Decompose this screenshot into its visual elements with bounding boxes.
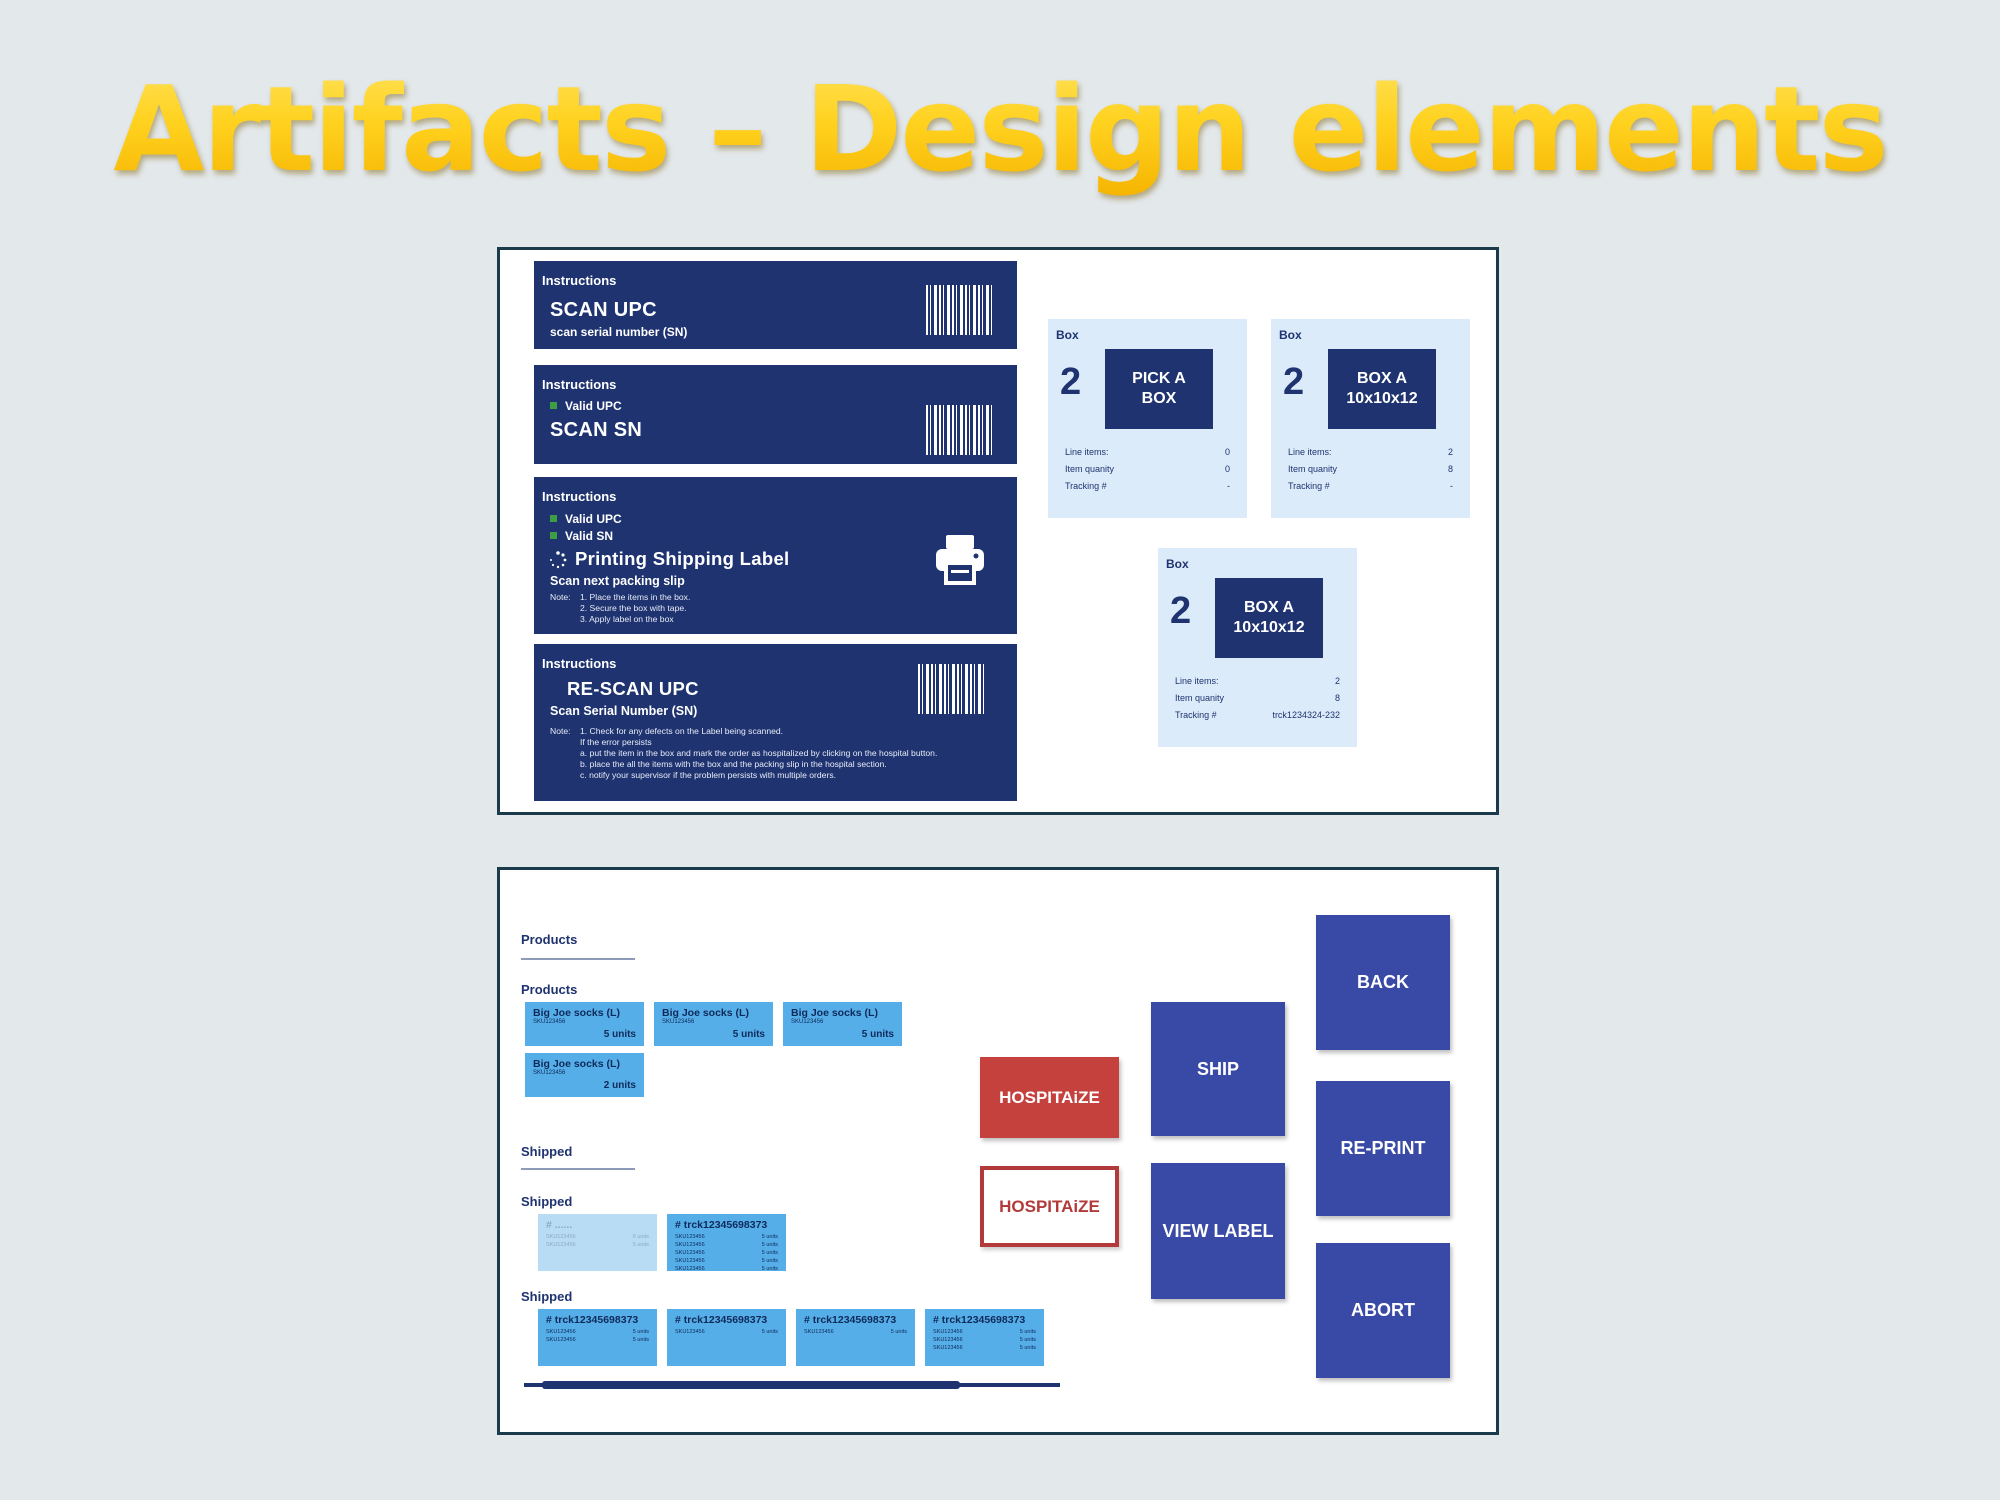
box-count: 2 [1060,361,1082,403]
instruction-subtitle: scan serial number (SN) [550,325,688,339]
box-size-button[interactable]: BOX A 10x10x12 [1328,349,1436,429]
instruction-card-scan-sn: Instructions Valid UPC SCAN SN [534,365,1017,464]
box-label: Box [1279,328,1302,342]
hospitalize-button[interactable]: HOSPITAiZE [980,1057,1119,1138]
section-divider [521,958,635,960]
instruction-card-rescan: Instructions RE-SCAN UPC Scan Serial Num… [534,644,1017,801]
instruction-title: Printing Shipping Label [575,548,790,569]
check-icon [550,515,557,522]
instruction-header: Instructions [542,377,617,392]
instruction-subtitle: Scan Serial Number (SN) [550,704,698,718]
instruction-title: RE-SCAN UPC [567,678,699,699]
instruction-card-scan-upc: Instructions SCAN UPC scan serial number… [534,261,1017,349]
view-label-button[interactable]: VIEW LABEL [1151,1163,1285,1299]
ship-button[interactable]: SHIP [1151,1002,1285,1136]
shipped-heading: Shipped [521,1144,573,1159]
box-card: Box 2 BOX A 10x10x12 Line items:2 Item q… [1158,548,1357,747]
abort-button[interactable]: ABORT [1316,1243,1450,1378]
barcode-icon [926,285,992,335]
box-card: Box 2 PICK A BOX Line items:0 Item quani… [1048,319,1247,518]
instruction-card-printing: Instructions Valid UPC Valid SN Printing… [534,477,1017,634]
instruction-header: Instructions [542,273,617,288]
instruction-title: SCAN UPC [550,299,657,321]
check-icon [550,402,557,409]
pick-a-box-button[interactable]: PICK A BOX [1105,349,1213,429]
reprint-button[interactable]: RE-PRINT [1316,1081,1450,1216]
shipped-heading: Shipped [521,1194,573,1209]
hospitalize-outline-button[interactable]: HOSPITAiZE [980,1166,1119,1247]
products-heading: Products [521,982,578,997]
instruction-subtitle: Scan next packing slip [550,574,685,588]
products-heading: Products [521,932,578,947]
section-divider [521,1168,635,1170]
printer-icon [936,535,984,585]
box-count: 2 [1170,590,1192,632]
box-label: Box [1056,328,1079,342]
scrollbar-thumb[interactable] [542,1381,960,1389]
instruction-title: SCAN SN [550,419,643,441]
box-count: 2 [1283,361,1305,403]
shipped-heading: Shipped [521,1289,573,1304]
box-label: Box [1166,557,1189,571]
check-item: Valid UPC [550,399,622,413]
check-item: Valid SN [550,529,613,543]
check-icon [550,532,557,539]
slide-title: Artifacts – Design elements [0,60,2000,198]
barcode-icon [918,664,984,714]
spinner-icon [550,551,567,569]
back-button[interactable]: BACK [1316,915,1450,1050]
instruction-header: Instructions [542,656,617,671]
instruction-header: Instructions [542,489,617,504]
box-card: Box 2 BOX A 10x10x12 Line items:2 Item q… [1271,319,1470,518]
check-item: Valid UPC [550,512,622,526]
barcode-icon [926,405,992,455]
box-size-button[interactable]: BOX A 10x10x12 [1215,578,1323,658]
